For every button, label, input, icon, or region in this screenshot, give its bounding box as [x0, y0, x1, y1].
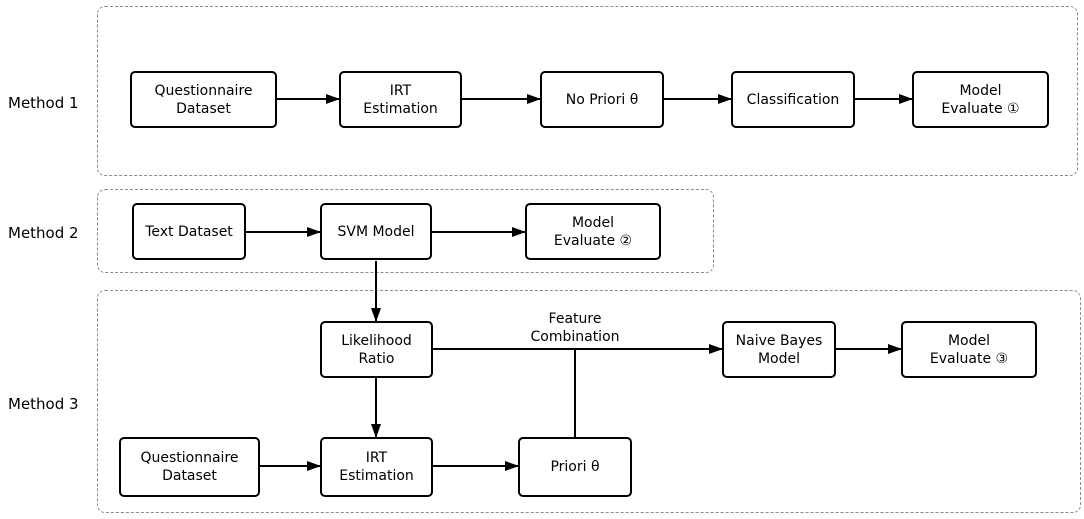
node-m3-priori-theta: Priori θ — [518, 437, 632, 497]
node-m3-naive-bayes-model: Naive Bayes Model — [722, 321, 836, 378]
node-m1-irt-estimation: IRT Estimation — [339, 71, 462, 128]
node-m2-svm-model: SVM Model — [320, 203, 432, 260]
node-m3-likelihood-ratio: Likelihood Ratio — [320, 321, 433, 378]
node-m1-no-priori-theta: No Priori θ — [540, 71, 664, 128]
method-2-group — [97, 189, 714, 273]
node-m3-model-evaluate-3: Model Evaluate ③ — [901, 321, 1037, 378]
method-3-label: Method 3 — [8, 395, 79, 413]
method-1-group — [97, 6, 1078, 176]
feature-combination-label: Feature Combination — [530, 311, 620, 345]
node-m3-questionnaire-dataset: Questionnaire Dataset — [119, 437, 260, 497]
method-3-group — [97, 290, 1081, 513]
node-m1-questionnaire-dataset: Questionnaire Dataset — [130, 71, 277, 128]
node-m2-text-dataset: Text Dataset — [132, 203, 246, 260]
node-m3-irt-estimation: IRT Estimation — [320, 437, 433, 497]
node-m1-model-evaluate-1: Model Evaluate ① — [912, 71, 1049, 128]
method-1-label: Method 1 — [8, 94, 79, 112]
node-m2-model-evaluate-2: Model Evaluate ② — [525, 203, 661, 260]
node-m1-classification: Classification — [731, 71, 855, 128]
method-2-label: Method 2 — [8, 224, 79, 242]
